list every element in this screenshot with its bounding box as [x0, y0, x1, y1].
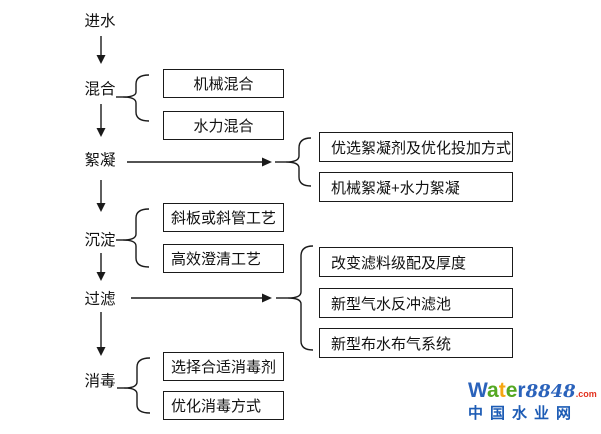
option-box-high-efficiency-clarification: 高效澄清工艺 — [163, 244, 284, 273]
stage-label-inlet: 进水 — [84, 13, 116, 30]
down-arrow-mixing-flocculation — [96, 104, 106, 137]
watermark-subtitle: 中国水业网 — [468, 405, 579, 422]
brand-letter-w: W — [468, 379, 488, 402]
brand-letter-r: r — [517, 379, 526, 402]
down-arrow-filtration-disinfection — [96, 312, 106, 356]
option-box-air-water-backwash-filter: 新型气水反冲滤池 — [319, 288, 513, 318]
stage-label-disinfection: 消毒 — [84, 373, 116, 390]
stage-label-filtration: 过滤 — [84, 291, 116, 308]
brand-letter-t: t — [498, 379, 506, 402]
watermark-brand: Water8848.com — [468, 379, 600, 402]
option-box-water-air-distribution-system: 新型布水布气系统 — [319, 328, 513, 358]
brace-disinfection — [123, 357, 151, 414]
option-box-mechanical-mixing: 机械混合 — [163, 69, 284, 98]
brand-tld: .com — [575, 389, 597, 399]
right-arrow-flocculation — [127, 157, 272, 167]
stage-label-flocculation: 絮凝 — [84, 152, 116, 169]
stage-label-sedimentation: 沉淀 — [84, 232, 116, 249]
stage-label-mixing: 混合 — [84, 81, 116, 98]
option-box-optimize-disinfection: 优化消毒方式 — [163, 391, 284, 420]
right-arrow-filtration — [131, 293, 272, 303]
down-arrow-inlet-mixing — [96, 36, 106, 64]
option-box-hydraulic-mixing: 水力混合 — [163, 111, 284, 140]
option-box-optimize-coagulant: 优选絮凝剂及优化投加方式 — [319, 132, 513, 162]
brace-filtration — [287, 245, 314, 351]
brand-letter-e: e — [505, 379, 518, 402]
brace-sedimentation — [122, 208, 150, 268]
brand-letter-a: a — [487, 379, 499, 402]
brace-flocculation — [285, 137, 312, 187]
option-box-select-disinfectant: 选择合适消毒剂 — [163, 352, 284, 381]
brace-mixing — [122, 74, 150, 122]
watermark-logo: Water8848.com 中国水业网 — [468, 380, 600, 423]
brand-number: 8848 — [525, 381, 576, 402]
option-box-mech-plus-hydraulic-flocculation: 机械絮凝+水力絮凝 — [319, 172, 513, 202]
down-arrow-sedimentation-filtration — [96, 253, 106, 281]
option-box-filter-media-grading: 改变滤料级配及厚度 — [319, 247, 513, 277]
option-box-inclined-plate-tube: 斜板或斜管工艺 — [163, 203, 284, 232]
down-arrow-flocculation-sedimentation — [96, 180, 106, 212]
